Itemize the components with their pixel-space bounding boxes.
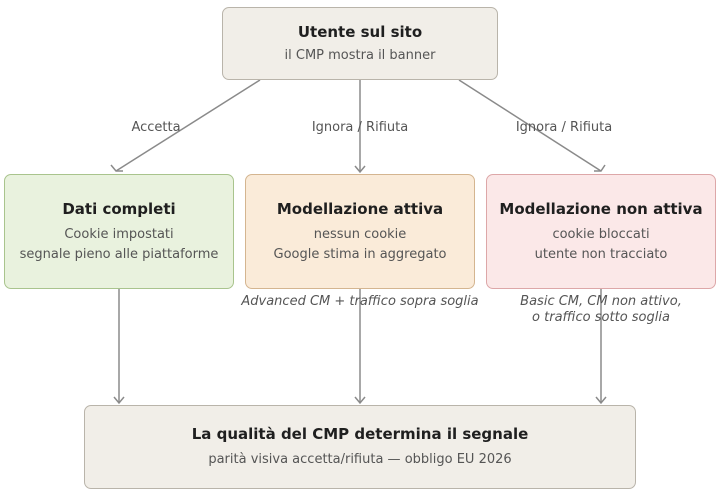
arrowhead-ignora-center <box>354 165 366 174</box>
top-node-subtitle: il CMP mostra il banner <box>284 47 436 63</box>
arrowhead-ignora-right <box>594 164 606 172</box>
arrowhead-right-bottom <box>595 396 607 405</box>
bottom-node-title: La qualità del CMP determina il segnale <box>191 425 529 443</box>
node-modellazione-non-attiva: Modellazione non attiva cookie bloccati … <box>486 174 716 289</box>
node-modellazione-non-attiva-title: Modellazione non attiva <box>499 199 703 218</box>
arrow-ignora-right <box>458 79 602 172</box>
arrowhead-accetta <box>110 164 123 172</box>
node-dati-completi-line-2: segnale pieno alle piattaforme <box>19 246 219 262</box>
edge-label-ignora-center: Ignora / Rifiuta <box>311 120 409 135</box>
node-dati-completi: Dati completi Cookie impostati segnale p… <box>4 174 234 289</box>
node-modellazione-attiva-line-2: Google stima in aggregato <box>273 246 447 262</box>
node-modellazione-non-attiva-line-1: cookie bloccati <box>552 226 650 242</box>
bottom-node: La qualità del CMP determina il segnale … <box>84 405 636 489</box>
top-node-title: Utente sul sito <box>297 22 423 41</box>
edge-label-ignora-right: Ignora / Rifiuta <box>515 120 613 135</box>
arrowhead-center-bottom <box>354 396 366 405</box>
arrowhead-left-bottom <box>113 396 125 405</box>
note-modellazione-non-attiva-line-2: o traffico sotto soglia <box>532 310 670 325</box>
node-modellazione-attiva: Modellazione attiva nessun cookie Google… <box>245 174 475 289</box>
bottom-node-subtitle: parità visiva accetta/rifiuta — obbligo … <box>208 452 512 467</box>
node-modellazione-attiva-line-1: nessun cookie <box>313 226 407 242</box>
note-modellazione-non-attiva-line-1: Basic CM, CM non attivo, <box>520 294 682 309</box>
node-dati-completi-title: Dati completi <box>62 199 176 218</box>
arrow-accetta <box>115 79 261 172</box>
note-modellazione-attiva: Advanced CM + traffico sopra soglia <box>241 294 478 310</box>
note-modellazione-non-attiva: Basic CM, CM non attivo, o traffico sott… <box>520 294 682 326</box>
node-modellazione-non-attiva-line-2: utente non tracciato <box>534 246 668 262</box>
top-node: Utente sul sito il CMP mostra il banner <box>222 7 498 80</box>
node-modellazione-attiva-title: Modellazione attiva <box>276 199 444 218</box>
note-modellazione-attiva-line-1: Advanced CM + traffico sopra soglia <box>241 294 479 309</box>
node-dati-completi-line-1: Cookie impostati <box>64 226 174 242</box>
edge-label-accetta: Accetta <box>131 120 181 135</box>
